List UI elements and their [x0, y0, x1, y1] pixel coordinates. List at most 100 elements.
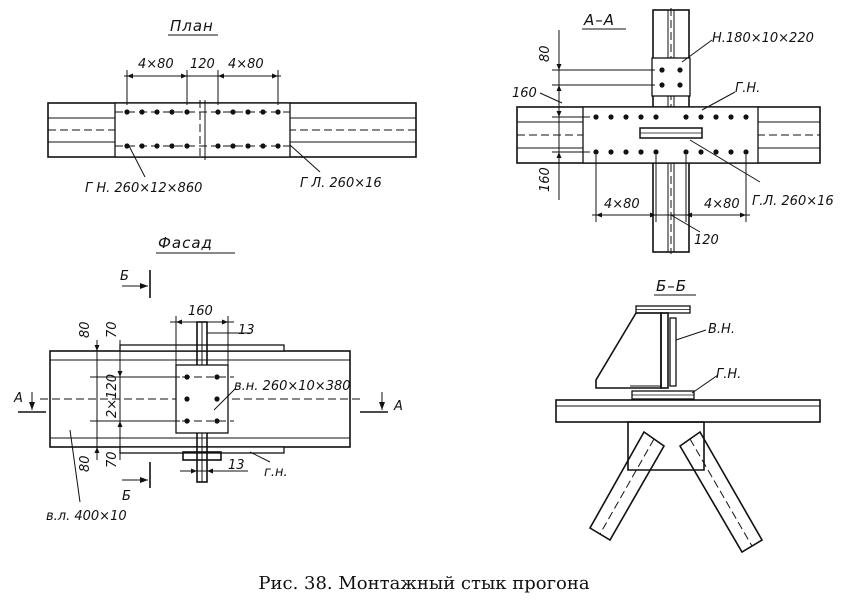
bolt — [743, 149, 749, 155]
bolt — [608, 149, 614, 155]
bb-beam — [555, 399, 821, 423]
bolt — [683, 149, 689, 155]
bolt — [169, 109, 175, 115]
bolt — [184, 396, 190, 402]
arrow — [272, 73, 278, 79]
bb-diagonal-left-axis — [599, 438, 655, 535]
facade-mark-b-top: Б — [120, 269, 129, 284]
bolt — [275, 109, 281, 115]
plan-label-gl: Г Л. 260×16 — [300, 176, 382, 191]
arrow — [94, 345, 100, 351]
facade-vertical-plate — [175, 364, 229, 434]
bolt — [184, 109, 190, 115]
section-aa-title: А–А — [583, 11, 615, 29]
bb-web — [660, 312, 669, 389]
facade-leader-gn — [249, 451, 271, 463]
aa-left-dimensions: 80 160 160 — [512, 30, 655, 200]
bolt — [215, 143, 221, 149]
cut-arrow — [379, 402, 385, 410]
facade-dim-13-bottom: 13 — [228, 458, 245, 473]
aa-dim-left: 4×80 — [604, 197, 640, 212]
aa-leader-160 — [539, 92, 563, 104]
bolt — [713, 114, 719, 120]
bolt — [184, 143, 190, 149]
arrow — [556, 85, 562, 91]
bolt — [683, 114, 689, 120]
bolt — [230, 109, 236, 115]
bolt — [214, 396, 220, 402]
aa-dim-120: 120 — [694, 233, 719, 248]
facade-dim-70-bottom: 70 — [105, 451, 120, 468]
bb-diagonal-right-axis — [689, 438, 753, 547]
bolt — [260, 109, 266, 115]
figure-caption: Рис. 38. Монтажный стык прогона — [258, 573, 589, 594]
bolt — [245, 143, 251, 149]
plan-leader-gl — [289, 144, 321, 173]
facade-dim-2x120: 2×120 — [105, 374, 120, 418]
bolt — [623, 149, 629, 155]
arrow — [556, 111, 562, 117]
plan-leader-gn — [127, 143, 146, 178]
bb-node-block — [627, 421, 705, 471]
arrow — [127, 73, 133, 79]
facade-mark-a-right: А — [393, 399, 403, 414]
section-bb-view: Б–Б В.Н. Г.Н. — [555, 277, 821, 554]
aa-label-gn: Г.Н. — [735, 81, 760, 96]
bolt — [215, 109, 221, 115]
bolt — [623, 114, 629, 120]
cut-arrow — [140, 283, 148, 289]
bolt — [593, 149, 599, 155]
aa-leader-gn — [701, 91, 736, 111]
bb-label-gn: Г.Н. — [716, 367, 741, 382]
aa-dim-80: 80 — [538, 45, 553, 62]
bolt — [275, 143, 281, 149]
bolt — [154, 109, 160, 115]
bolt — [593, 114, 599, 120]
cut-arrow — [140, 477, 148, 483]
arrow — [191, 468, 197, 474]
facade-title: Фасад — [158, 234, 213, 252]
arrow — [650, 212, 656, 218]
facade-label-gn: г.н. — [264, 465, 288, 480]
plan-dimensions: 4×80 120 4×80 — [124, 57, 281, 105]
facade-label-vn: в.н. 260×10×380 — [234, 379, 351, 394]
arrow — [740, 212, 746, 218]
plan-dim-left: 4×80 — [138, 57, 174, 72]
bolt — [677, 82, 683, 88]
facade-view: Фасад Б 160 — [13, 234, 403, 524]
aa-dim-right: 4×80 — [704, 197, 740, 212]
arrow — [181, 73, 187, 79]
bolt — [230, 143, 236, 149]
arrow — [207, 468, 213, 474]
arrow — [94, 447, 100, 453]
bolt — [653, 149, 659, 155]
bolt — [638, 149, 644, 155]
aa-label-gl: Г.Л. 260×16 — [752, 194, 834, 209]
arrow — [117, 421, 123, 427]
facade-bottom-flange — [182, 451, 222, 461]
facade-dim-80-top: 80 — [78, 321, 93, 338]
facade-dim-80-bottom: 80 — [78, 455, 93, 472]
aa-leader-n — [681, 39, 713, 63]
aa-leader-gl — [689, 139, 761, 183]
arrow — [176, 319, 182, 325]
bolt — [659, 82, 665, 88]
section-aa-view: А–А — [512, 8, 834, 254]
bolt — [169, 143, 175, 149]
aa-leader-120 — [670, 214, 701, 233]
bb-diagonal-left — [588, 430, 666, 542]
bb-diagonal-right — [678, 430, 764, 554]
bolt — [124, 109, 130, 115]
plan-dim-right: 4×80 — [228, 57, 264, 72]
facade-mark-a-left: А — [13, 391, 23, 406]
facade-dim-160: 160 — [188, 304, 213, 319]
plan-dim-mid: 120 — [190, 57, 215, 72]
facade-dim-70-top: 70 — [105, 321, 120, 338]
aa-top-plate — [651, 57, 691, 97]
bb-label-vn: В.Н. — [708, 322, 735, 337]
plan-label-gn: Г Н. 260×12×860 — [85, 181, 202, 196]
plan-bolts — [124, 109, 281, 149]
bb-leader-gn — [691, 374, 719, 394]
